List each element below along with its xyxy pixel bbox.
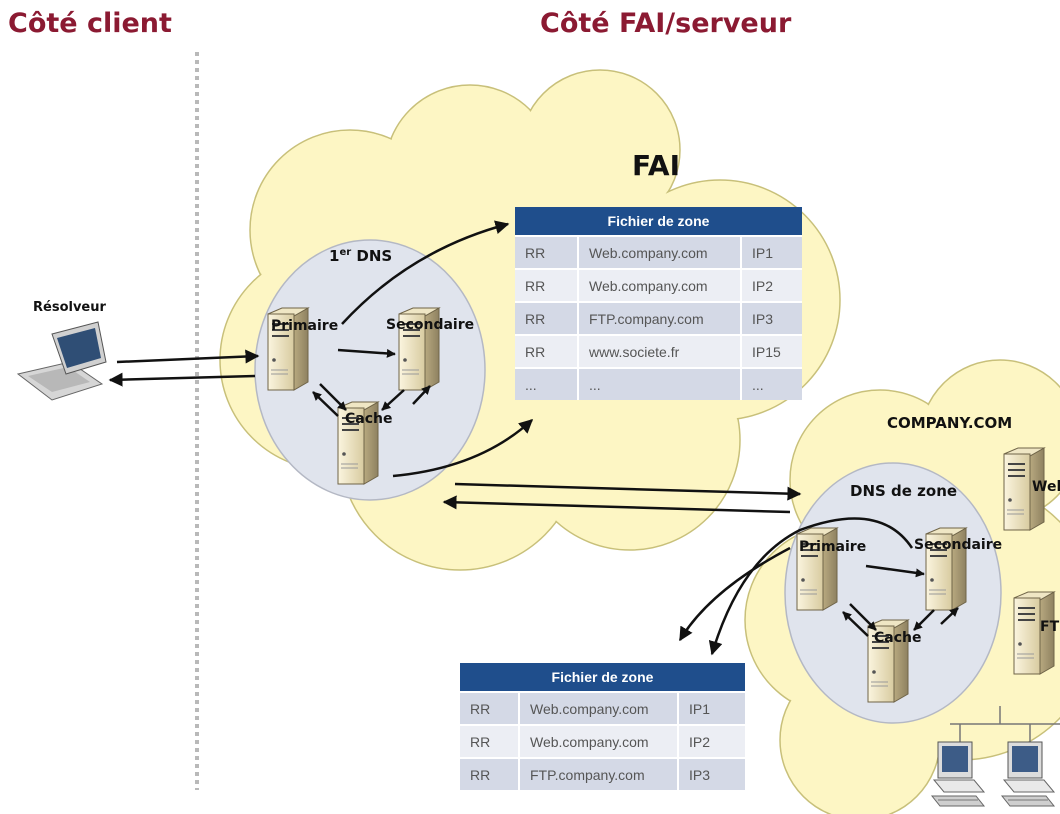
fai-cache-label: Cache xyxy=(345,411,392,427)
table-row: RR FTP.company.com IP3 xyxy=(460,757,745,790)
record-type-cell: RR xyxy=(515,334,577,367)
table-row: ... ... ... xyxy=(515,367,802,400)
ip-cell: IP1 xyxy=(740,235,802,268)
arrow-primary-to-zone-table xyxy=(341,220,510,325)
arrow-primary-to-cache xyxy=(319,383,347,411)
ip-cell: IP3 xyxy=(677,757,745,790)
arrow-company-primary-to-cache xyxy=(849,603,877,631)
hostname-cell: ... xyxy=(577,367,740,400)
table-row: RR Web.company.com IP1 xyxy=(515,235,802,268)
hostname-cell: Web.company.com xyxy=(518,691,677,724)
record-type-cell: RR xyxy=(460,724,518,757)
web-server-label: Web xyxy=(1032,479,1060,495)
hostname-cell: FTP.company.com xyxy=(577,301,740,334)
hostname-cell: Web.company.com xyxy=(518,724,677,757)
record-type-cell: RR xyxy=(515,235,577,268)
fai-primary-label: Primaire xyxy=(271,318,338,334)
arrow-primary-to-secondary xyxy=(337,348,396,358)
table-row: RR Web.company.com IP2 xyxy=(460,724,745,757)
arrow-company-primary-to-secondary xyxy=(865,564,925,578)
table-row: RR Web.company.com IP2 xyxy=(515,268,802,301)
arrow-company-cache-to-secondary xyxy=(940,607,959,625)
arrow-cache-to-primary xyxy=(312,391,339,417)
arrow-cache-to-secondary xyxy=(412,385,431,405)
fai-label: FAI xyxy=(632,149,680,182)
server-side-heading: Côté FAI/serveur xyxy=(540,8,792,39)
company-cache-label: Cache xyxy=(874,630,921,646)
client-side-heading: Côté client xyxy=(8,8,172,39)
hostname-cell: Web.company.com xyxy=(577,268,740,301)
arrow-company-primary-to-zone-table xyxy=(678,546,791,642)
arrow-fai-to-company xyxy=(454,482,802,501)
table-row: RR FTP.company.com IP3 xyxy=(515,301,802,334)
hostname-cell: www.societe.fr xyxy=(577,334,740,367)
lan-bus xyxy=(950,706,1060,744)
arrow-company-secondary-to-zone-table xyxy=(708,517,914,656)
ip-cell: IP15 xyxy=(740,334,802,367)
hostname-cell: FTP.company.com xyxy=(518,757,677,790)
arrow-company-secondary-to-cache xyxy=(913,609,935,631)
ftp-server-label: FTP xyxy=(1040,619,1060,635)
record-type-cell: RR xyxy=(515,268,577,301)
zone-file-table-fai: Fichier de zone RR Web.company.com IP1 R… xyxy=(515,207,802,400)
first-dns-label: 1er DNS xyxy=(329,247,392,265)
table-row: RR Web.company.com IP1 xyxy=(460,691,745,724)
zone-table-title: Fichier de zone xyxy=(460,663,745,691)
zone-file-table-company: Fichier de zone RR Web.company.com IP1 R… xyxy=(460,663,745,790)
ip-cell: IP3 xyxy=(740,301,802,334)
ip-cell: ... xyxy=(740,367,802,400)
record-type-cell: RR xyxy=(460,757,518,790)
zone-table-title: Fichier de zone xyxy=(515,207,802,235)
arrow-dns-to-resolver xyxy=(108,372,256,387)
first-dns-zone xyxy=(254,239,486,501)
resolver-label: Résolveur xyxy=(33,300,106,315)
ip-cell: IP2 xyxy=(677,724,745,757)
ip-cell: IP2 xyxy=(740,268,802,301)
record-type-cell: RR xyxy=(515,301,577,334)
company-primary-label: Primaire xyxy=(799,539,866,555)
arrow-company-cache-to-primary xyxy=(842,611,869,637)
arrow-cache-to-zone-table xyxy=(392,419,534,478)
ip-cell: IP1 xyxy=(677,691,745,724)
hostname-cell: Web.company.com xyxy=(577,235,740,268)
zone-dns-label: DNS de zone xyxy=(850,482,957,500)
laptop-icon xyxy=(16,321,107,401)
record-type-cell: ... xyxy=(515,367,577,400)
workstation-icon xyxy=(1001,741,1055,807)
fai-secondary-label: Secondaire xyxy=(386,317,474,333)
company-secondary-label: Secondaire xyxy=(914,537,1002,553)
company-label: COMPANY.COM xyxy=(887,414,1012,432)
arrow-secondary-to-cache xyxy=(381,389,405,411)
table-row: RR www.societe.fr IP15 xyxy=(515,334,802,367)
arrows xyxy=(108,220,959,656)
arrow-company-to-fai xyxy=(442,495,791,514)
record-type-cell: RR xyxy=(460,691,518,724)
arrow-resolver-to-dns xyxy=(116,349,260,364)
